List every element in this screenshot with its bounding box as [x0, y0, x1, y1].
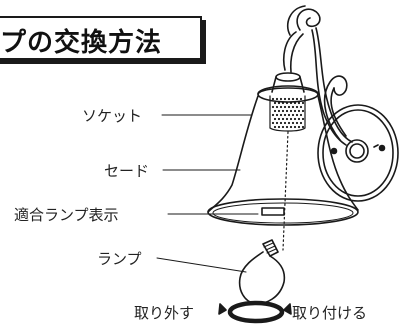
label-socket: ソケット [82, 107, 143, 125]
socket-holder [257, 72, 319, 103]
socket-texture: (function(){ var g = document.currentScr… [271, 97, 305, 129]
title-box: プの交換方法 [0, 16, 202, 60]
socket [269, 95, 306, 132]
rotate-arrows [218, 300, 292, 324]
lamp-shade [207, 95, 359, 226]
axis-line [282, 131, 289, 251]
label-lamp: ランプ [97, 250, 142, 268]
label-lamp-indicator: 適合ランプ表示 [14, 206, 119, 224]
label-attach: 取り付ける [292, 304, 368, 322]
leader-lines [156, 114, 259, 273]
page-title: プの交換方法 [0, 28, 163, 58]
lamp-arm [282, 5, 353, 146]
wall-plate [317, 104, 399, 202]
lamp-indicator-mark [261, 207, 285, 216]
label-shade: セード [104, 162, 150, 180]
label-remove: 取り外す [134, 304, 195, 322]
